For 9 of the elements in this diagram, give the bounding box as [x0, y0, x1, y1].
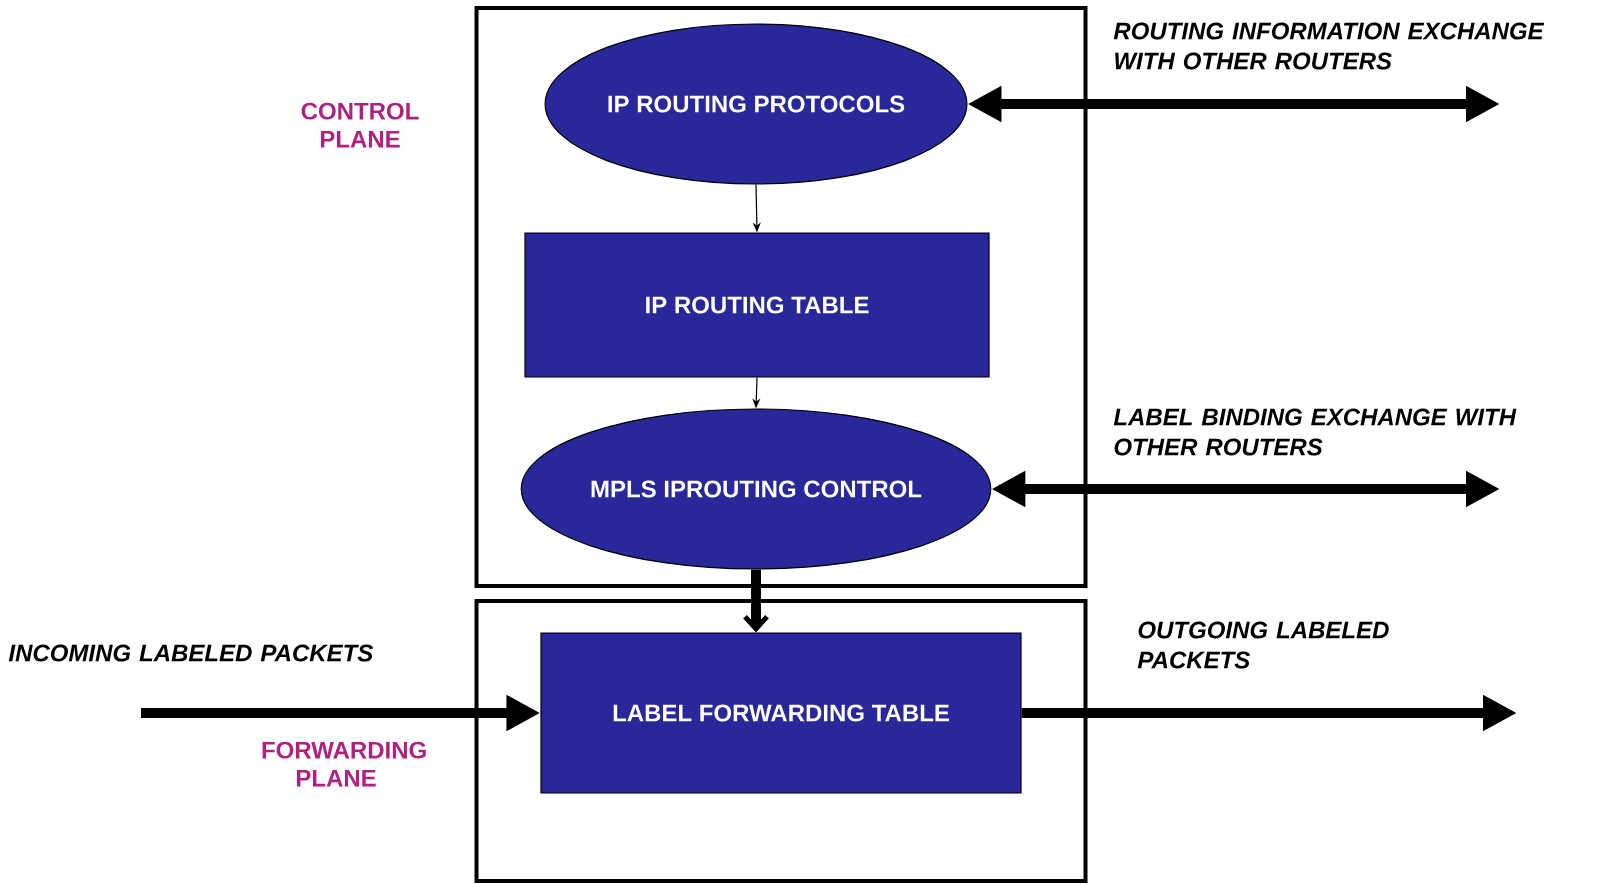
table-box: LABEL FORWARDING TABLE: [540, 632, 1022, 794]
arrow: [743, 569, 769, 633]
edge-label: INCOMING LABELED PACKETS: [8, 644, 374, 662]
edge-label: LABEL BINDING EXCHANGE WITH OTHER ROUTERS: [1113, 408, 1517, 456]
table-box: IP ROUTING TABLE: [524, 232, 990, 378]
edge-label: OUTGOING LABELED PACKETS: [1137, 621, 1389, 669]
edge-label: ROUTING INFORMATION EXCHANGE WITH OTHER ROUTERS: [1113, 22, 1545, 70]
plane-label: FORWARDING PLANE: [262, 741, 426, 787]
plane-label: CONTROL PLANE: [301, 102, 419, 148]
